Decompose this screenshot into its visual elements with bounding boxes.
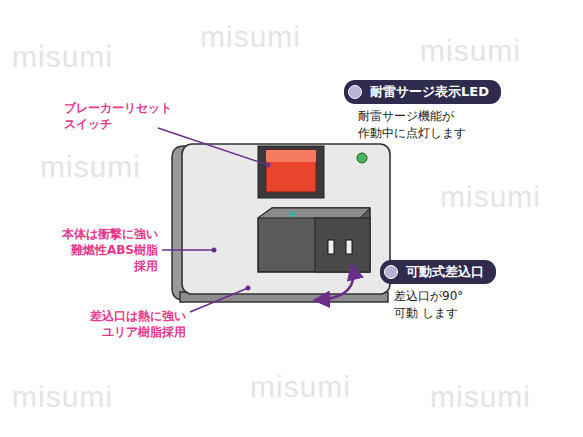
leader-line (162, 249, 214, 251)
socket-face (315, 218, 370, 272)
callout-label: ブレーカーリセット スイッチ (64, 100, 172, 132)
socket-block (258, 208, 370, 272)
switch-frame (258, 146, 324, 198)
socket-slot (346, 240, 352, 254)
socket-slot (328, 240, 334, 254)
socket-pin (289, 211, 295, 217)
housing-front (182, 144, 390, 294)
leader-line (158, 128, 268, 165)
socket-top (258, 208, 370, 218)
led (357, 153, 367, 163)
leader-dot (266, 163, 271, 168)
rotation-arrow (316, 266, 353, 300)
watermark: misumi (250, 370, 351, 404)
leader-dot (246, 286, 251, 291)
callout-heading: 耐雷サージ表示LED (344, 80, 501, 104)
callout-note: 耐雷サージ機能が 作動中に点灯します (358, 108, 466, 142)
watermark: misumi (430, 380, 531, 414)
callout-box: 耐雷サージ表示LED 耐雷サージ機能が 作動中に点灯します (344, 80, 501, 142)
callout-note: 差込口が90°可動 します (394, 288, 463, 322)
watermark: misumi (12, 40, 113, 74)
watermark: misumi (40, 150, 141, 184)
watermark: misumi (200, 20, 301, 54)
callout-label: 差込口は熱に強い ユリア樹脂採用 (90, 308, 186, 340)
watermark: misumi (440, 180, 541, 214)
watermark: misumi (420, 34, 521, 68)
callout-heading: 可動式差込口 (380, 260, 496, 284)
leader-line (190, 288, 248, 312)
switch-highlight (266, 150, 316, 162)
callout-label: 本体は衝撃に強い 難燃性ABS樹脂 採用 (62, 226, 158, 275)
watermark: misumi (12, 380, 113, 414)
reset-switch (266, 150, 316, 192)
leader-dot (212, 248, 217, 253)
callout-box: 可動式差込口差込口が90°可動 します (380, 260, 496, 322)
